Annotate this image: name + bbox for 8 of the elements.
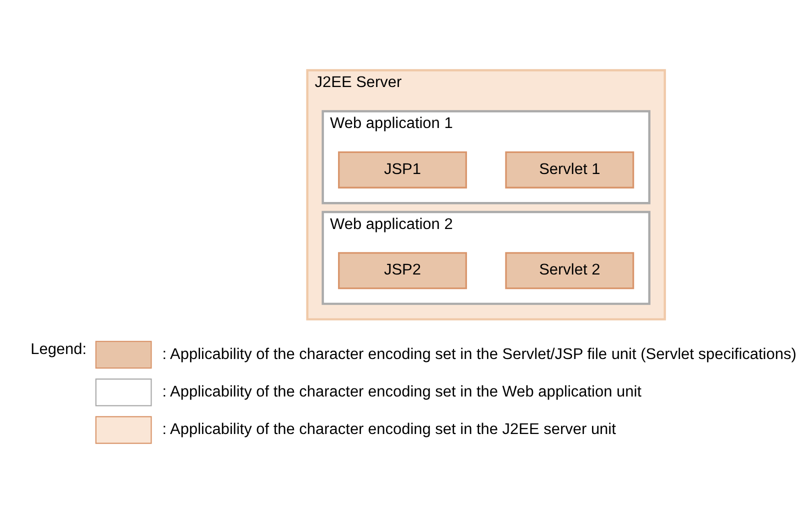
node-box: Servlet 2 [505,252,634,290]
node-box: JSP1 [338,151,467,188]
node-box: JSP2 [338,252,467,290]
node-box: Servlet 1 [505,151,634,188]
legend-label: : Applicability of the character encoding set in the Web application unit [162,383,642,400]
legend-label: : Applicability of the character encoding set in the J2EE server unit [162,421,616,438]
label: Legend: [30,340,87,358]
legend-label: : Applicability of the character encoding set in the Servlet/JSP file unit (Servlet specifications) [162,346,796,363]
